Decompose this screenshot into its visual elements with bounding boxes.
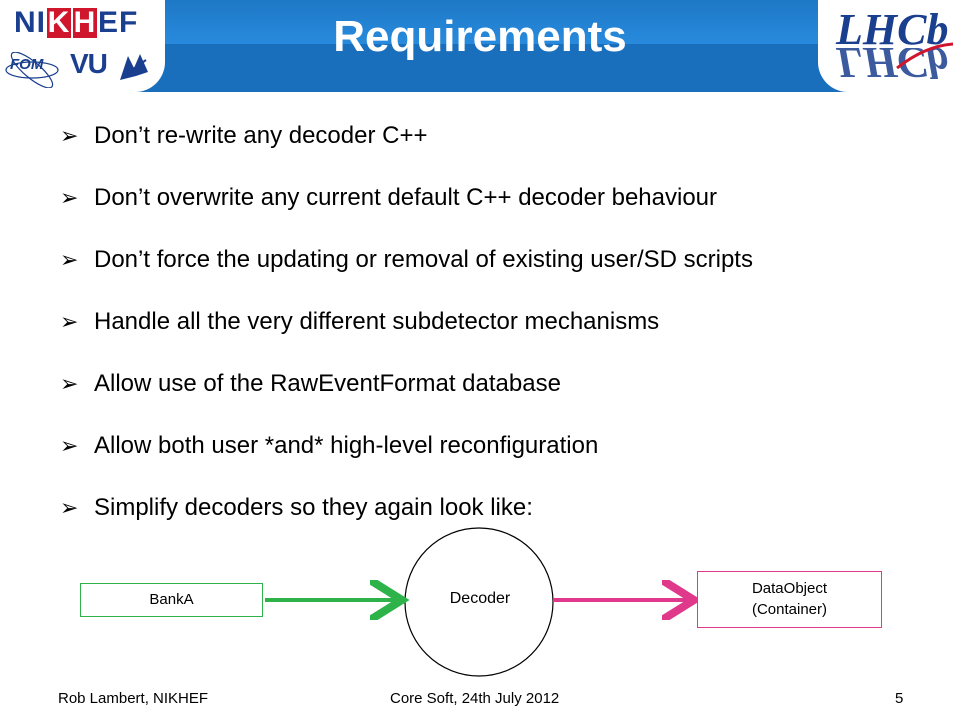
slide-title: Requirements	[333, 12, 627, 61]
bullet-text: Allow use of the RawEventFormat database	[94, 370, 561, 397]
nikhef-text-2: EF	[98, 6, 139, 39]
bullet-text: Don’t overwrite any current default C++ …	[94, 184, 718, 211]
arrow-bullet-icon: ➢	[60, 495, 79, 520]
bullet-text: Handle all the very different subdetecto…	[94, 308, 660, 335]
bullet-text: Don’t re-write any decoder C++	[94, 122, 428, 149]
nikhef-text-1: NI	[14, 6, 46, 39]
nikhef-logo: NI K H EF	[14, 6, 138, 40]
arrow-bullet-icon: ➢	[60, 433, 79, 458]
data-object-box: DataObject (Container)	[697, 571, 882, 628]
list-item: ➢ Simplify decoders so they again look li…	[60, 488, 940, 550]
fom-atom-icon	[5, 52, 59, 88]
footer-event: Core Soft, 24th July 2012	[390, 690, 560, 707]
list-item: ➢ Allow use of the RawEventFormat databas…	[60, 364, 940, 426]
lhcb-swoosh-icon	[896, 42, 954, 70]
page-number: 5	[895, 690, 904, 707]
arrow-bullet-icon: ➢	[60, 309, 79, 334]
data-object-label: DataObject	[751, 580, 828, 597]
list-item: ➢ Allow both user *and* high-level reconf…	[60, 426, 940, 488]
arrow-bullet-icon: ➢	[60, 371, 79, 396]
bullet-text: Allow both user *and* high-level reconfi…	[94, 432, 599, 459]
footer-author: Rob Lambert, NIKHEF	[58, 690, 209, 707]
bullet-text: Simplify decoders so they again look lik…	[94, 494, 533, 521]
bullet-text: Don’t force the updating or removal of e…	[94, 246, 753, 273]
bank-a-box: BankA	[80, 583, 263, 617]
list-item: ➢ Don’t re-write any decoder C++	[60, 116, 940, 178]
decoder-diagram	[265, 527, 960, 677]
decoder-label: Decoder	[449, 590, 511, 607]
list-item: ➢ Handle all the very different subdetect…	[60, 302, 940, 364]
fom-logo: FOM	[10, 56, 44, 73]
institute-logos: NI K H EF FOM VU	[0, 0, 165, 92]
lhcb-logo: LHCb	[836, 5, 949, 54]
list-item: ➢ Don’t overwrite any current default C++…	[60, 178, 940, 240]
requirements-list: ➢ Don’t re-write any decoder C++ ➢ Don’t o…	[60, 116, 940, 550]
vu-logo: VU	[70, 48, 108, 79]
arrow-bullet-icon: ➢	[60, 185, 79, 210]
list-item: ➢ Don’t force the updating or removal of …	[60, 240, 940, 302]
nikhef-k-box: K	[47, 6, 71, 39]
arrow-bullet-icon: ➢	[60, 247, 79, 272]
container-label: (Container)	[751, 601, 828, 618]
arrow-bullet-icon: ➢	[60, 123, 79, 148]
griffin-icon	[120, 54, 148, 80]
nikhef-h-box: H	[73, 6, 97, 39]
